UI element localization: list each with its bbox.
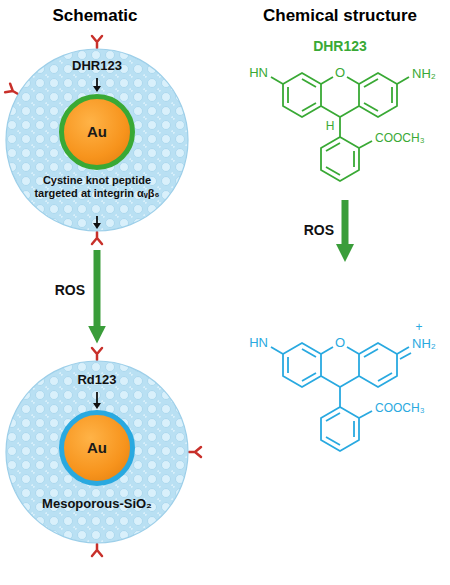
- atom-label: NH₂: [412, 67, 436, 82]
- atom-label: O: [335, 66, 345, 81]
- silica-particle: DHR123Cystine knot peptide targeted at i…: [5, 48, 189, 232]
- silica-shell: [6, 49, 188, 231]
- element-label: Au: [87, 439, 107, 457]
- gold-core: Au: [59, 94, 135, 170]
- group-label: COOCH₃: [375, 402, 425, 416]
- compound-name: Rd123: [47, 372, 147, 388]
- flow-arrow: [93, 216, 101, 229]
- flow-arrow: [93, 78, 101, 92]
- gold-core: Au: [59, 410, 135, 486]
- reaction-label: ROS: [304, 222, 334, 238]
- flow-arrow: [93, 392, 101, 409]
- element-label: Au: [87, 123, 107, 141]
- reaction-label: ROS: [55, 282, 85, 298]
- dhr123-structure: [271, 73, 409, 181]
- rd123-structure: [271, 343, 411, 451]
- atom-label: H: [326, 120, 335, 134]
- group-label: COOCH₃: [375, 132, 425, 146]
- silica-shell: [6, 361, 188, 543]
- compound-name: DHR123: [313, 38, 367, 54]
- compound-name: DHR123: [47, 58, 147, 74]
- part-label: Mesoporous-SiO₂: [27, 496, 167, 512]
- column-heading: Schematic: [52, 6, 137, 26]
- column-heading: Chemical structure: [263, 6, 417, 26]
- charge-label: +: [415, 321, 422, 335]
- silica-particle: Rd123Mesoporous-SiO₂ Au: [5, 360, 189, 544]
- reaction-arrow: [94, 250, 101, 331]
- atom-label: NH₂: [412, 337, 436, 352]
- atom-label: HN: [249, 66, 268, 81]
- peptide-symbols: [5, 36, 201, 556]
- atom-label: HN: [249, 336, 268, 351]
- reaction-arrow: [336, 200, 354, 262]
- part-label: Cystine knot peptide targeted at integri…: [33, 174, 161, 200]
- atom-label: O: [335, 336, 345, 351]
